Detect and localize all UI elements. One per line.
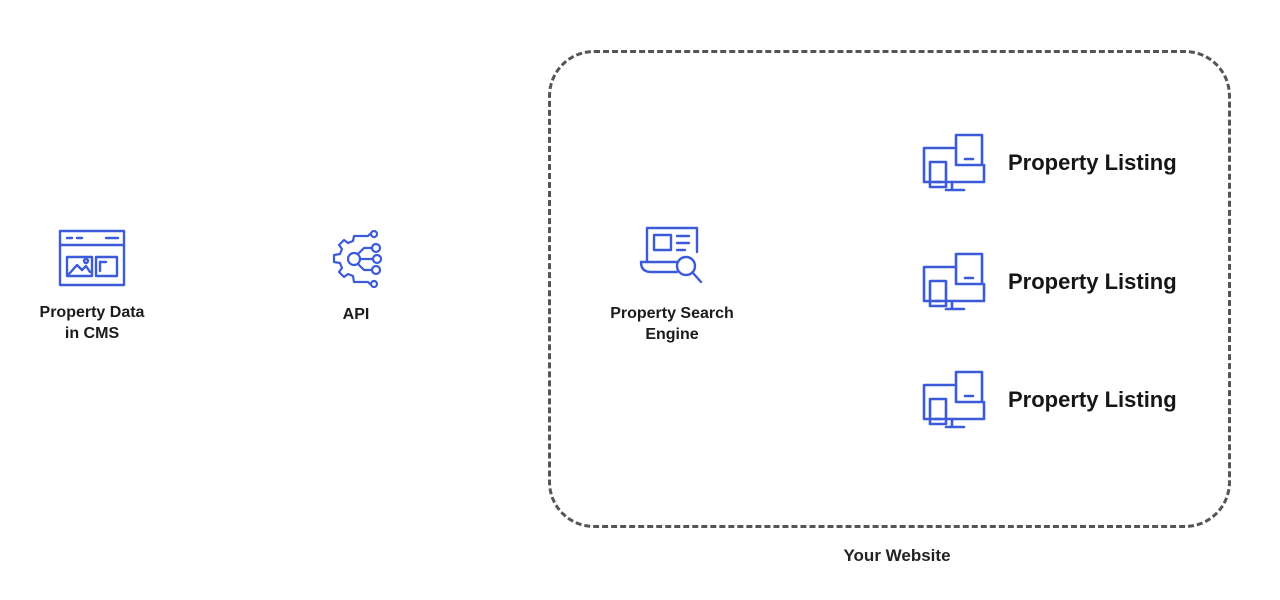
website-label: Your Website	[843, 546, 951, 565]
multi-device-icon	[922, 252, 986, 311]
multi-device-icon	[922, 370, 986, 429]
search-engine-icon	[639, 226, 703, 284]
property-listing-label: Property Listing	[1008, 269, 1177, 294]
property-listing: Property Listing	[920, 369, 1177, 431]
property-listing: Property Listing	[920, 132, 1177, 194]
api-node: API	[306, 230, 406, 325]
search-node-label: Property Search Engine	[610, 305, 734, 343]
website-boundary	[548, 50, 1231, 528]
cms-node: Property Data in CMS	[22, 228, 162, 344]
property-listing-label: Property Listing	[1008, 387, 1177, 412]
property-listing-label: Property Listing	[1008, 150, 1177, 175]
api-node-label: API	[342, 306, 370, 323]
cms-node-label: Property Data in CMS	[39, 304, 145, 342]
property-listing: Property Listing	[920, 251, 1177, 313]
search-node: Property Search Engine	[590, 224, 754, 345]
api-gear-icon	[332, 230, 383, 288]
cms-browser-icon	[58, 229, 126, 287]
multi-device-icon	[922, 133, 986, 192]
